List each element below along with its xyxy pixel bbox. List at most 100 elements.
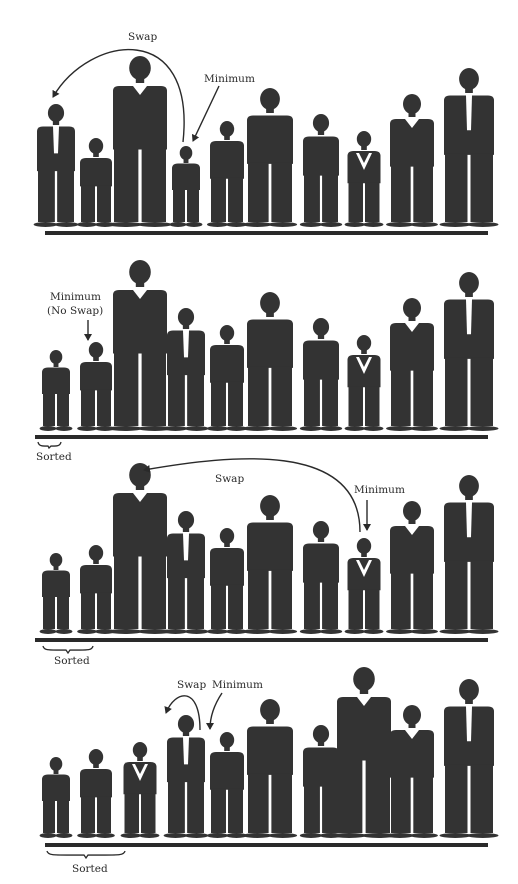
head <box>219 121 235 137</box>
person-boy-small <box>77 749 115 838</box>
row-3-swap-label: Swap <box>215 473 244 485</box>
head <box>403 298 421 318</box>
right-leg <box>228 788 243 833</box>
row-2-people <box>39 260 499 431</box>
head <box>260 88 280 110</box>
torso <box>303 747 339 787</box>
right-leg <box>365 759 390 833</box>
person-woman <box>386 94 438 227</box>
head <box>49 757 63 771</box>
torso <box>80 565 112 594</box>
person-small-child <box>39 553 73 634</box>
torso <box>303 136 339 176</box>
right-leg <box>141 352 166 426</box>
right-leg <box>322 785 338 833</box>
right-leg <box>322 174 338 222</box>
left-leg <box>248 773 269 833</box>
right-leg <box>365 182 380 222</box>
left-leg <box>211 177 226 222</box>
row-3-sorted-bracket <box>42 645 94 655</box>
torso <box>390 730 434 778</box>
person-man-long-hair <box>242 495 298 634</box>
row-4-swap-label: Swap <box>177 679 206 691</box>
person-woman <box>386 501 438 634</box>
right-leg <box>141 555 166 629</box>
head <box>312 725 330 743</box>
left-leg <box>81 185 95 222</box>
head <box>129 463 151 487</box>
right-leg <box>271 773 292 833</box>
person-boy-small <box>77 138 115 227</box>
head <box>353 667 375 691</box>
left-leg <box>211 788 226 833</box>
row-3-sorted-label: Sorted <box>54 655 90 667</box>
head <box>356 335 372 351</box>
right-leg <box>413 776 433 833</box>
row-1-ground-line <box>45 231 488 235</box>
right-leg <box>187 374 204 426</box>
left-leg <box>445 560 468 629</box>
head <box>88 749 104 765</box>
head <box>403 94 421 114</box>
left-leg <box>168 781 185 833</box>
row-4-minimum-arrow <box>206 692 223 730</box>
row-1-swap-label: Swap <box>128 31 157 43</box>
head <box>88 342 104 358</box>
head <box>177 511 195 529</box>
row-1: Swap Minimum <box>33 31 499 235</box>
left-leg <box>43 800 55 833</box>
person-boy-cap <box>207 121 247 227</box>
person-boy-small <box>77 342 115 431</box>
left-leg <box>304 174 320 222</box>
row-4-minimum-label: Minimum <box>212 679 263 691</box>
right-leg <box>141 793 156 833</box>
person-boy-cap <box>207 325 247 431</box>
left-leg <box>38 170 55 222</box>
head <box>47 104 65 122</box>
left-leg <box>211 381 226 426</box>
left-leg <box>248 569 269 629</box>
right-leg <box>97 185 111 222</box>
left-leg <box>445 764 468 833</box>
left-leg <box>348 589 363 629</box>
left-leg <box>173 189 185 222</box>
head <box>260 699 280 721</box>
left-leg <box>114 148 139 222</box>
head <box>49 350 63 364</box>
head <box>179 146 193 160</box>
head <box>459 679 479 701</box>
head <box>403 501 421 521</box>
person-woman <box>386 298 438 431</box>
left-leg <box>391 369 411 426</box>
person-tall-man-A <box>163 308 209 431</box>
row-3-swap-arrow <box>143 458 361 533</box>
right-leg <box>271 569 292 629</box>
torso <box>247 115 293 164</box>
torso <box>80 158 112 187</box>
left-leg <box>124 793 139 833</box>
right-leg <box>470 764 493 833</box>
torso <box>303 340 339 380</box>
torso <box>113 290 167 354</box>
head <box>88 138 104 154</box>
right-leg <box>413 369 433 426</box>
person-very-tall-man <box>108 260 172 431</box>
person-tall-man-A <box>163 715 209 838</box>
row-1-people <box>33 56 499 227</box>
head <box>132 742 148 758</box>
torso <box>247 522 293 571</box>
torso <box>210 548 244 586</box>
torso <box>210 752 244 790</box>
row-3-people <box>39 463 499 634</box>
row-1-swap-arrow <box>52 48 185 143</box>
torso <box>390 526 434 574</box>
row-3-ground-line <box>35 638 488 642</box>
person-small-child <box>39 350 73 431</box>
head <box>459 68 479 90</box>
left-leg <box>248 366 269 426</box>
right-leg <box>413 165 433 222</box>
left-leg <box>348 182 363 222</box>
right-leg <box>413 572 433 629</box>
left-leg <box>338 759 363 833</box>
right-leg <box>271 162 292 222</box>
